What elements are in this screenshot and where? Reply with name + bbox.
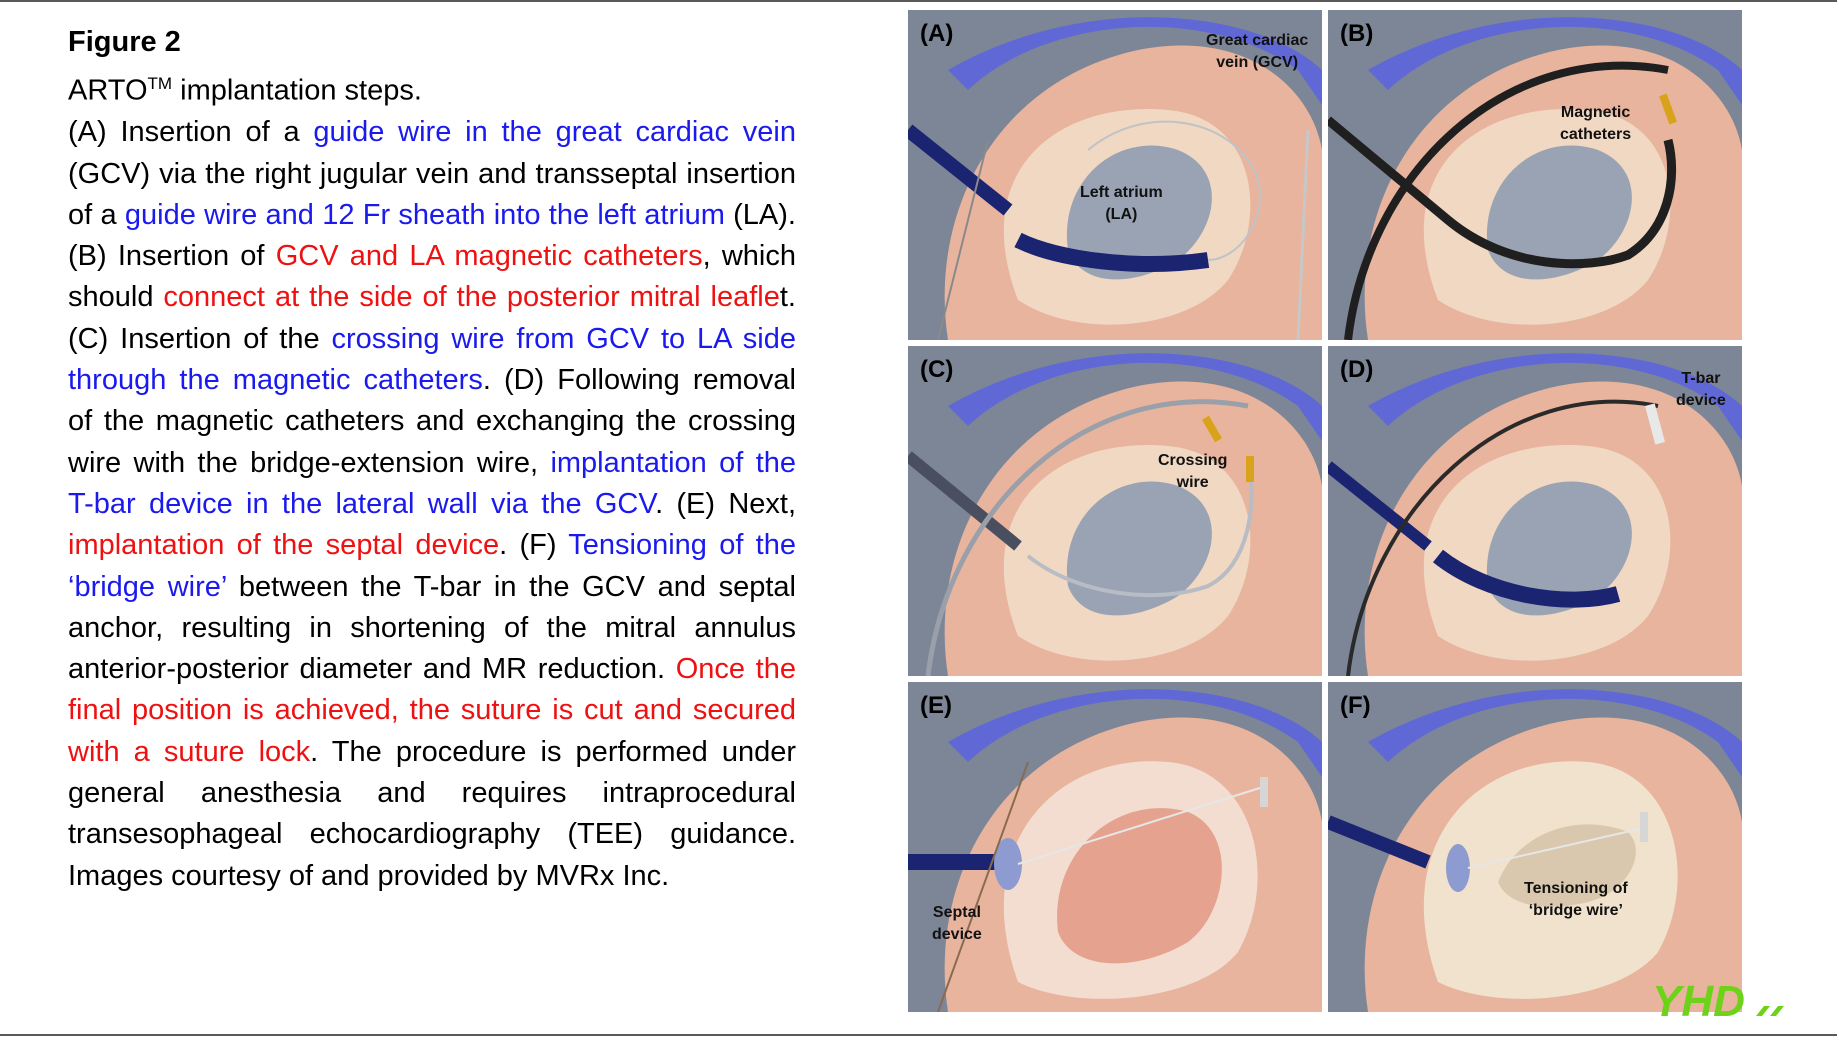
panel-c: (C) Crossing wire (908, 346, 1322, 676)
annotation-tensioning-bridge-wire: Tensioning of ‘bridge wire’ (1524, 880, 1628, 919)
caption-segment: (LA). (B) Insertion of (68, 198, 796, 273)
caption-segment: Tensioning of the ‘bridge wire’ (68, 529, 796, 603)
panel-label: (D) (1340, 356, 1374, 383)
panel-f-illustration (1328, 689, 1742, 1012)
panel-d: (D) T-bar device (1328, 346, 1742, 676)
annotation-great-cardiac-vein: Great cardiac vein (GCV) (1206, 32, 1309, 71)
caption-segment: crossing wire from GCV to LA side throug… (68, 322, 796, 397)
caption-segment: (A) Insertion of a (68, 116, 314, 149)
caption-segment: . (D) Following removal of the magnetic … (68, 364, 796, 479)
panel-e: (E) Septal device (908, 682, 1322, 1012)
caption-body: (A) Insertion of a guide wire in the gre… (68, 112, 796, 897)
caption-segment: implantation of the T-bar device in the … (68, 446, 797, 520)
caption-segment: Once the final position is achieved, the… (68, 653, 796, 768)
caption-segment: GCV and LA magnetic catheters (275, 240, 703, 273)
panel-a: (A) Great cardiac vein (GCV) Left atrium… (908, 10, 1322, 340)
caption-segment: guide wire in the great cardiac vein (313, 116, 796, 149)
trademark-sup: TM (147, 74, 173, 94)
caption-segment: (GCV) via the right jugular vein and tra… (68, 157, 796, 231)
panel-e-illustration (908, 689, 1322, 1012)
panel-label: (A) (920, 20, 954, 47)
caption-segment: . (F) (499, 529, 569, 562)
annotation-left-atrium: Left atrium (LA) (1080, 184, 1163, 223)
panel-b-illustration (1328, 17, 1742, 340)
figure-subtitle: ARTOTM implantation steps. (68, 63, 796, 112)
panel-b: (B) Magnetic catheters (1328, 10, 1742, 340)
caption-segment: . (E) Next, (655, 487, 796, 520)
annotation-crossing-wire: Crossing wire (1158, 452, 1228, 491)
caption-column: Figure 2 ARTOTM implantation steps. (A) … (68, 22, 796, 897)
caption-segment: implantation of the septal device (68, 529, 500, 562)
panel-label: (E) (920, 692, 952, 719)
caption-segment: . The procedure is performed under gener… (68, 735, 796, 892)
caption-segment: connect at the side of the posterior mit… (163, 281, 780, 314)
panel-d-illustration (1328, 353, 1742, 676)
panel-label: (B) (1340, 20, 1374, 47)
yhd-logo: YHD (1652, 977, 1784, 1024)
panel-f: (F) Tensioning of ‘bridge wire’ (1328, 682, 1742, 1012)
panel-label: (C) (920, 356, 954, 383)
figure-title: Figure 2 (68, 26, 181, 58)
annotation-septal-device: Septal device (932, 904, 982, 943)
caption-segment: , which should (68, 240, 796, 314)
caption-segment: t. (C) Insertion of the (68, 281, 796, 355)
subtitle-rest: implantation steps. (172, 74, 422, 107)
caption-segment: guide wire and 12 Fr sheath into the lef… (124, 198, 725, 231)
caption-segment: between the T-bar in the GCV and septal … (68, 570, 797, 686)
panel-c-illustration (908, 353, 1322, 676)
subtitle-main: ARTO (68, 74, 148, 107)
annotation-t-bar-device: T-bar device (1676, 370, 1726, 409)
svg-text:YHD: YHD (1652, 977, 1745, 1024)
panel-label: (F) (1340, 692, 1371, 719)
panel-a-illustration (908, 17, 1322, 340)
annotation-magnetic-catheters: Magnetic catheters (1560, 104, 1632, 143)
